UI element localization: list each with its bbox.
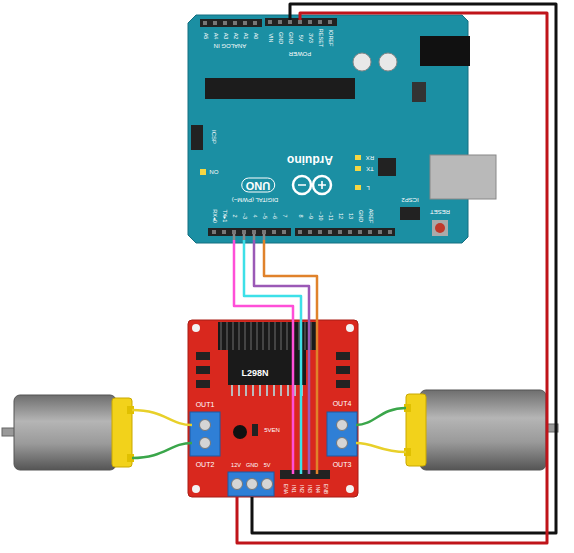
pin-label: IN2 [299,485,304,493]
pin-label: L [366,185,369,191]
pin-label: ~10 [317,211,323,220]
jumper-wire [252,4,556,533]
pin-hole [242,230,246,234]
pin-hole [328,230,332,234]
pin-hole [328,20,332,24]
pin-label: OUT2 [196,461,215,468]
jumper-wire [264,240,317,320]
pin-label: 5VEN [264,427,280,433]
pin-hole [253,21,257,25]
pin-hole [308,230,312,234]
pin-label: VIN [267,33,273,42]
pin-label: RESET [430,209,450,215]
arduino-board [188,15,496,243]
pin-hole [252,230,256,234]
pin-hole [348,230,352,234]
pin-label: GND [246,463,258,469]
pin-hole [318,230,322,234]
pin-label: RX◂0 [211,209,217,222]
pin-hole [213,21,217,25]
jumper-wire [244,240,301,320]
pin-hole [308,20,312,24]
pin-hole [282,230,286,234]
pin-label: ICSP [211,130,217,144]
dc-motor [356,390,558,470]
pin-label: ~5 [261,213,267,219]
pin-label: ENA [283,484,288,494]
pin-hole [232,230,236,234]
pin-label: IN3 [307,485,312,493]
pin-hole [223,21,227,25]
pin-label: A1 [242,33,248,40]
pin-label: IN4 [315,485,320,493]
pin-hole [268,20,272,24]
pin-label: ANALOG IN [214,43,247,49]
jumper-wire [237,13,547,543]
pin-label: 4 [251,214,257,217]
pin-hole [288,20,292,24]
pin-label: ENB [323,484,328,494]
pin-label: 5V [297,35,303,42]
pin-label: 2 [231,214,237,217]
pin-label: GND [287,32,293,44]
pin-label: ~3 [241,213,247,219]
pin-label: A5 [202,33,208,40]
pin-label: ~11 [327,212,333,221]
pin-label: ON [210,169,219,175]
pin-hole [222,230,226,234]
pin-label: ~6 [271,213,277,219]
pin-hole [278,20,282,24]
pin-label: 5V [264,463,271,469]
pin-hole [233,21,237,25]
pin-hole [212,230,216,234]
pin-hole [368,230,372,234]
pin-label: OUT4 [333,400,352,407]
pin-hole [358,230,362,234]
pin-hole [298,230,302,234]
pin-hole [388,230,392,234]
pin-label: A0 [252,33,258,40]
pin-hole [318,20,322,24]
pin-label: GND [357,210,363,222]
pin-label: 12V [231,463,241,469]
pin-label: ~9 [307,213,313,219]
dc-motor [2,395,192,470]
pin-hole [338,230,342,234]
pin-hole [298,20,302,24]
pin-label: 7 [281,214,287,217]
pin-label: GND [277,32,283,44]
pin-hole [262,230,266,234]
pin-hole [203,21,207,25]
pin-label: 3V3 [307,33,313,43]
pin-label: RESET [317,29,323,47]
board-name: L298N [241,369,268,378]
pin-label: A3 [222,33,228,40]
pin-label: POWER [289,51,312,57]
pin-label: DIGITAL (PWM~) [232,197,279,203]
board-name: UNO [241,178,275,193]
pin-hole [272,230,276,234]
pin-label: A4 [212,33,218,40]
pin-label: OUT1 [196,401,215,408]
pin-label: TX▸1 [221,210,227,223]
pin-hole [378,230,382,234]
pin-label: TX [366,166,374,172]
pin-label: AREF [367,209,373,224]
pin-label: ICSP2 [401,197,418,203]
pin-label: IOREF [327,30,333,47]
pin-label: OUT3 [333,461,352,468]
l298n-board [188,320,358,497]
pin-label: A2 [232,33,238,40]
board-name: Arduino [287,154,333,166]
pin-label: 12 [337,213,343,219]
jumper-wire [254,240,309,320]
pin-label: 8 [297,214,303,217]
pin-label: 13 [347,213,353,219]
circuit-board: L298N [188,320,358,497]
pin-hole [243,21,247,25]
pin-label: RX [366,155,374,161]
pin-label: IN1 [291,485,296,493]
